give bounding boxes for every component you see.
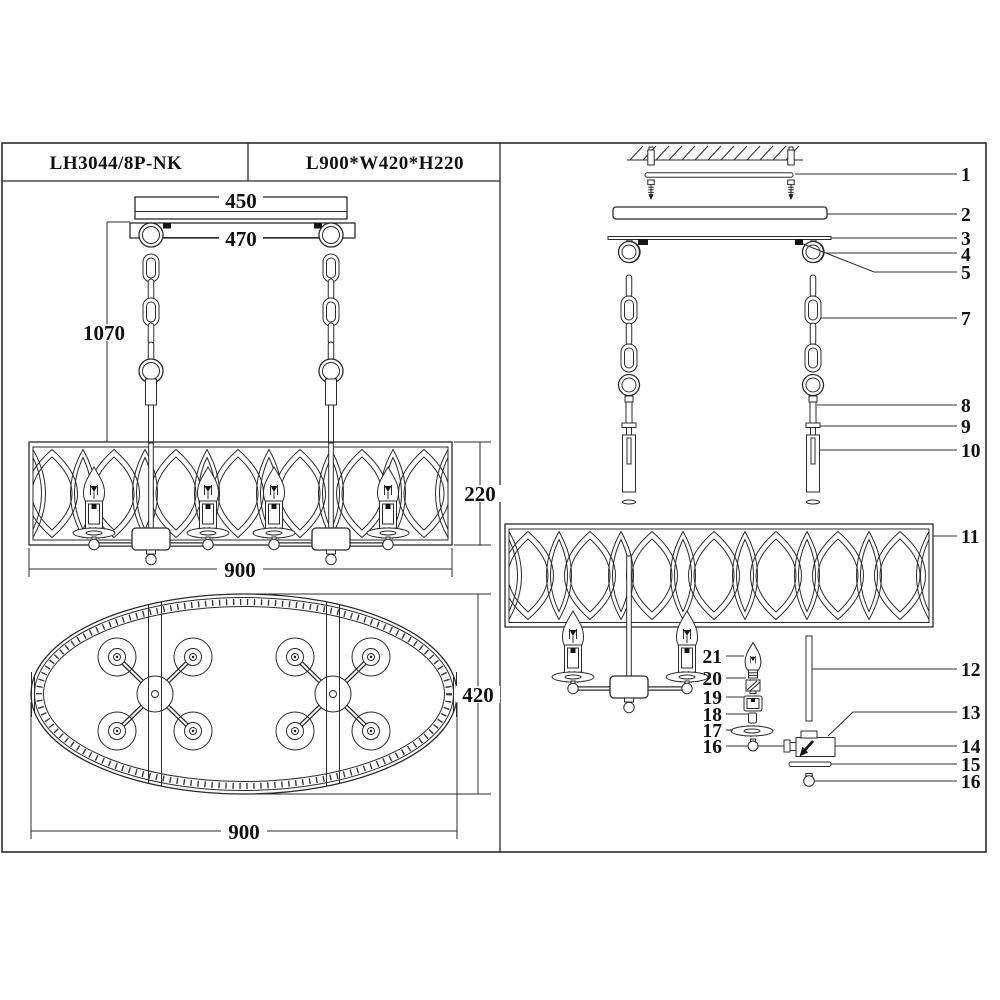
part-4-hanging-ring — [618, 239, 825, 264]
front-view: 450 470 1070 — [28, 189, 502, 582]
dim-900-front: 900 — [28, 548, 453, 582]
callout-14: 14 — [961, 737, 981, 758]
svg-text:450: 450 — [225, 189, 257, 213]
callout-8: 8 — [961, 396, 971, 417]
oval-frame — [30, 593, 458, 795]
arm-spider-left — [97, 637, 213, 751]
callout-2: 2 — [961, 205, 971, 226]
part-1-mounting-strip — [644, 172, 795, 201]
part-3-crossbar — [607, 236, 832, 245]
svg-text:900: 900 — [228, 820, 260, 844]
candle-cluster — [73, 467, 409, 566]
callout-21: 21 — [703, 647, 723, 668]
callout-1: 1 — [961, 165, 971, 186]
part-16-ball-bottom — [803, 773, 815, 787]
part-15-strip — [788, 761, 832, 767]
callout-4: 4 — [961, 245, 971, 266]
part-7-chain — [619, 242, 824, 396]
part-19-candle-sleeve — [743, 695, 763, 712]
assembly-view: 1 2 3 4 5 7 8 9 10 11 12 13 14 15 16 21 — [504, 145, 981, 793]
callout-3: 3 — [961, 229, 971, 250]
dim-900-top: 900 — [30, 702, 458, 844]
part-12-rod — [805, 635, 813, 722]
dim-420: 420 — [244, 593, 500, 795]
callout-16: 16 — [961, 772, 981, 793]
suspension-chain — [139, 223, 343, 443]
svg-text:470: 470 — [225, 227, 257, 251]
part-13-14-bracket — [758, 730, 836, 757]
callout-19: 19 — [703, 688, 723, 709]
leader-lines-left — [726, 655, 748, 747]
title-block: LH3044/8P-NK L900*W420*H220 — [2, 143, 500, 182]
callout-18: 18 — [703, 705, 723, 726]
callout-13: 13 — [961, 703, 981, 724]
part-17-bobeche — [731, 726, 773, 736]
callout-15: 15 — [961, 755, 981, 776]
callout-numbers-right: 1 2 3 4 5 7 8 9 10 11 12 13 14 15 16 — [961, 165, 981, 793]
candelabra-assembly — [552, 555, 708, 714]
part-16-ball-left — [747, 738, 759, 752]
dim-220: 220 — [454, 441, 502, 546]
svg-text:1070: 1070 — [83, 321, 125, 345]
svg-text:900: 900 — [224, 558, 256, 582]
leader-lines-right — [795, 173, 957, 782]
svg-text:420: 420 — [462, 683, 494, 707]
callout-5: 5 — [961, 263, 971, 284]
callout-10: 10 — [961, 441, 981, 462]
dim-450: 450 — [219, 189, 263, 213]
callout-20: 20 — [703, 669, 723, 690]
callout-12: 12 — [961, 660, 981, 681]
part-21-bulb — [744, 641, 762, 679]
dim-470: 470 — [151, 227, 331, 251]
callout-numbers-left: 21 20 19 18 17 16 — [703, 647, 723, 758]
part-11-frame-band — [504, 523, 934, 628]
callout-17: 17 — [703, 721, 723, 742]
callout-7: 7 — [961, 309, 971, 330]
dim-1070: 1070 — [80, 221, 130, 443]
part-2-canopy-plate — [612, 206, 828, 220]
part-20-socket — [745, 679, 761, 694]
svg-text:220: 220 — [464, 482, 496, 506]
callout-9: 9 — [961, 417, 971, 438]
top-view: 420 900 — [30, 593, 500, 844]
arm-spider-right — [275, 637, 391, 751]
fixture-size: L900*W420*H220 — [306, 153, 464, 174]
part-8-9-10-rod-assembly — [621, 395, 821, 505]
callout-16b: 16 — [703, 737, 723, 758]
part-18-spacer — [748, 712, 757, 724]
callout-11: 11 — [961, 527, 979, 548]
ceiling-hatch — [627, 145, 803, 166]
model-number: LH3044/8P-NK — [50, 153, 183, 174]
